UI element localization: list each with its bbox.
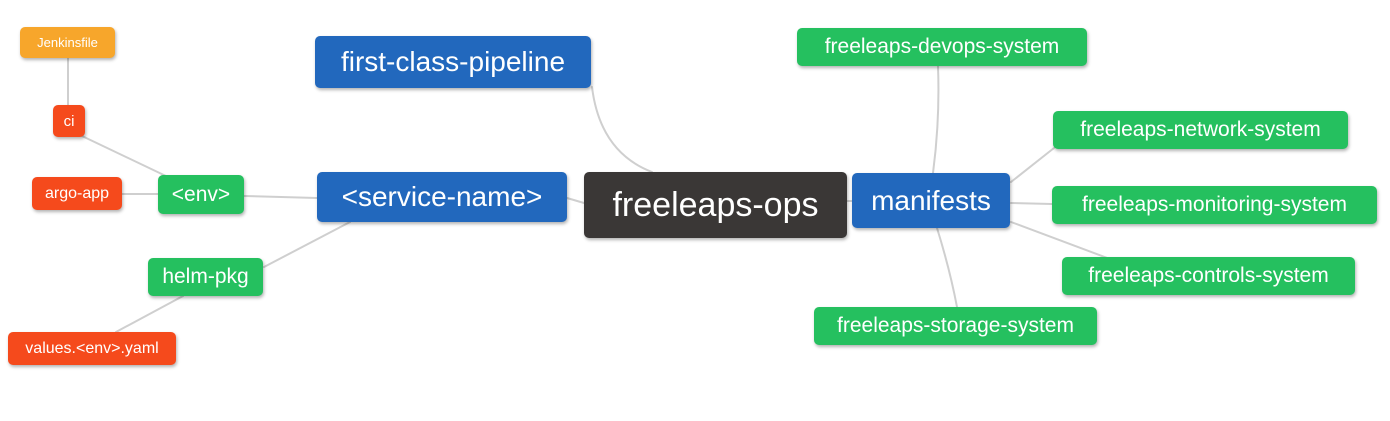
node-env[interactable]: <env> — [158, 175, 244, 214]
edge-env-to-service-name — [243, 195, 318, 199]
edge-manifests-to-monitoring-system — [1010, 202, 1053, 205]
edge-ci-to-env — [81, 135, 169, 178]
node-service-name[interactable]: <service-name> — [317, 172, 567, 222]
node-helm-pkg[interactable]: helm-pkg — [148, 258, 263, 296]
edge-values-env-yaml-to-helm-pkg — [115, 295, 184, 333]
node-network-system[interactable]: freeleaps-network-system — [1053, 111, 1348, 149]
node-values-env-yaml[interactable]: values.<env>.yaml — [8, 332, 176, 365]
edge-service-name-to-freeleaps-ops — [566, 197, 585, 204]
edge-manifests-to-controls-system — [1010, 221, 1111, 260]
node-jenkinsfile[interactable]: Jenkinsfile — [20, 27, 115, 58]
node-storage-system[interactable]: freeleaps-storage-system — [814, 307, 1097, 345]
node-controls-system[interactable]: freeleaps-controls-system — [1062, 257, 1355, 295]
edge-first-class-pipeline-to-freeleaps-ops — [591, 86, 653, 173]
edge-manifests-to-storage-system — [936, 227, 958, 308]
edge-manifests-to-devops-system — [932, 65, 940, 174]
node-manifests[interactable]: manifests — [852, 173, 1010, 228]
node-freeleaps-ops[interactable]: freeleaps-ops — [584, 172, 847, 238]
node-ci[interactable]: ci — [53, 105, 85, 137]
node-first-class-pipeline[interactable]: first-class-pipeline — [315, 36, 591, 88]
edge-manifests-to-network-system — [1010, 147, 1055, 183]
node-argo-app[interactable]: argo-app — [32, 177, 122, 210]
edge-helm-pkg-to-service-name — [263, 221, 351, 268]
node-monitoring-system[interactable]: freeleaps-monitoring-system — [1052, 186, 1377, 224]
node-devops-system[interactable]: freeleaps-devops-system — [797, 28, 1087, 66]
